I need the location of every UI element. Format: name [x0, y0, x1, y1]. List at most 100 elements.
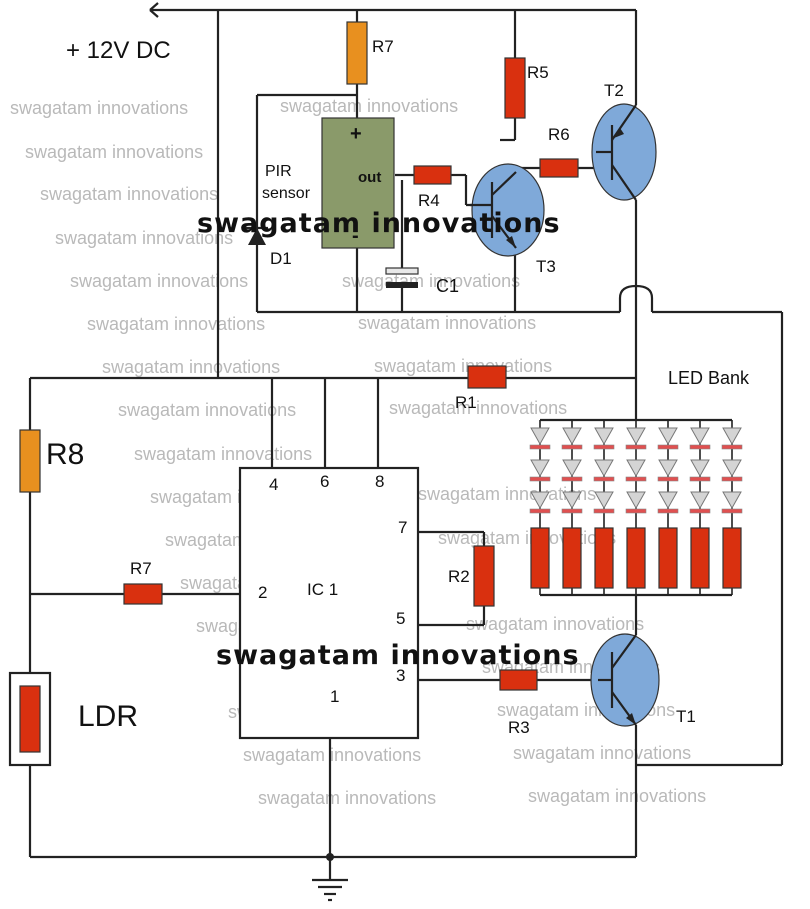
led-icon: [594, 491, 614, 510]
d1-label: D1: [270, 249, 292, 268]
watermark-text: swagatam innovations: [102, 357, 280, 377]
watermark-text: swagatam innovations: [389, 398, 567, 418]
capacitor-c1-plate-bottom: [386, 282, 418, 288]
led-cathode-bar: [657, 508, 679, 514]
watermark-text: swagatam innovations: [280, 96, 458, 116]
r4-label: R4: [418, 191, 440, 210]
capacitor-c1-plate-top: [385, 267, 419, 275]
r7-left-label: R7: [130, 559, 152, 578]
led-cathode-bar: [721, 508, 743, 514]
watermark-bold: swagatam innovations: [197, 208, 561, 239]
transistor-t2: [591, 103, 657, 201]
led-icon: [722, 427, 742, 446]
led-icon: [530, 491, 550, 510]
resistor-r7-top: [346, 21, 368, 85]
diode-d1-icon: [246, 226, 268, 245]
ldr-element: [19, 685, 41, 753]
led-string-resistor: [658, 527, 678, 589]
led-cathode-bar: [625, 508, 647, 514]
pir-label-line2: sensor: [262, 185, 311, 202]
ic1-pin3: 3: [396, 666, 405, 685]
r2-label: R2: [448, 567, 470, 586]
led-string-resistor: [722, 527, 742, 589]
led-cathode-bar: [529, 476, 551, 482]
transistor-t1: [590, 633, 660, 727]
led-cathode-bar: [689, 444, 711, 450]
led-cathode-bar: [657, 444, 679, 450]
resistor-r6: [539, 158, 579, 178]
led-icon: [562, 427, 582, 446]
led-string-resistor: [562, 527, 582, 589]
watermark-text: swagatam innovations: [358, 313, 536, 333]
led-bank: [529, 418, 743, 597]
watermark-text: swagatam innovations: [70, 271, 248, 291]
watermark-text: swagatam innovations: [258, 788, 436, 808]
led-icon: [690, 491, 710, 510]
led-cathode-bar: [721, 444, 743, 450]
watermark-text: swagatam innovations: [55, 228, 233, 248]
led-icon: [530, 427, 550, 446]
ic1-pin8: 8: [375, 472, 384, 491]
led-cathode-bar: [721, 476, 743, 482]
resistor-r3: [499, 669, 538, 691]
transistor-t3: [470, 163, 545, 257]
watermark-text: swagatam innovations: [418, 484, 596, 504]
r7-top-label: R7: [372, 37, 394, 56]
led-icon: [690, 427, 710, 446]
pir-sensor-module: [321, 117, 395, 249]
resistor-r4: [413, 165, 452, 185]
watermark-text: swagatam innovations: [134, 444, 312, 464]
watermark-text: swagatam innovations: [25, 142, 203, 162]
ic1-pin7: 7: [398, 518, 407, 537]
led-icon: [658, 491, 678, 510]
r3-label: R3: [508, 718, 530, 737]
resistor-r8: [19, 429, 41, 493]
led-icon: [658, 427, 678, 446]
ic1-pin4: 4: [269, 475, 278, 494]
pir-minus-label: -: [352, 225, 359, 247]
c1-label: C1: [436, 276, 459, 296]
led-icon: [530, 459, 550, 478]
ldr-label: LDR: [78, 700, 138, 733]
pir-plus-label: +: [350, 123, 362, 145]
watermark-text: swagatam innovations: [466, 614, 644, 634]
resistor-r1: [467, 365, 507, 389]
led-icon: [626, 427, 646, 446]
led-cathode-bar: [529, 508, 551, 514]
led-cathode-bar: [689, 476, 711, 482]
led-cathode-bar: [593, 476, 615, 482]
watermark-text: swagatam innovations: [243, 745, 421, 765]
t1-label: T1: [676, 707, 696, 726]
led-icon: [722, 459, 742, 478]
wires: [28, 2, 784, 880]
watermark-text: swagatam innovations: [10, 98, 188, 118]
watermark-text: swagatam innovations: [40, 184, 218, 204]
watermark-text: swagatam innovations: [513, 743, 691, 763]
led-icon: [594, 459, 614, 478]
supply-label: + 12V DC: [66, 37, 171, 64]
pir-out-label: out: [358, 169, 381, 186]
led-cathode-bar: [529, 444, 551, 450]
watermark-text: swagatam innovations: [87, 314, 265, 334]
ic1-pin5: 5: [396, 609, 405, 628]
led-cathode-bar: [625, 476, 647, 482]
led-cathode-bar: [593, 444, 615, 450]
led-icon: [594, 427, 614, 446]
led-icon: [722, 491, 742, 510]
t2-label: T2: [604, 81, 624, 100]
r8-label: R8: [46, 438, 84, 471]
ground-icon: [312, 878, 348, 902]
led-cathode-bar: [657, 476, 679, 482]
led-cathode-bar: [593, 508, 615, 514]
watermark-text: swagatam innovations: [528, 786, 706, 806]
led-icon: [626, 491, 646, 510]
pir-label-line1: PIR: [265, 163, 292, 180]
r5-label: R5: [527, 63, 549, 82]
led-string-resistor: [626, 527, 646, 589]
led-cathode-bar: [689, 508, 711, 514]
led-cathode-bar: [561, 476, 583, 482]
watermark-text: swagatam innovations: [342, 271, 520, 291]
watermark-bold: swagatam innovations: [216, 640, 580, 671]
led-cathode-bar: [561, 444, 583, 450]
